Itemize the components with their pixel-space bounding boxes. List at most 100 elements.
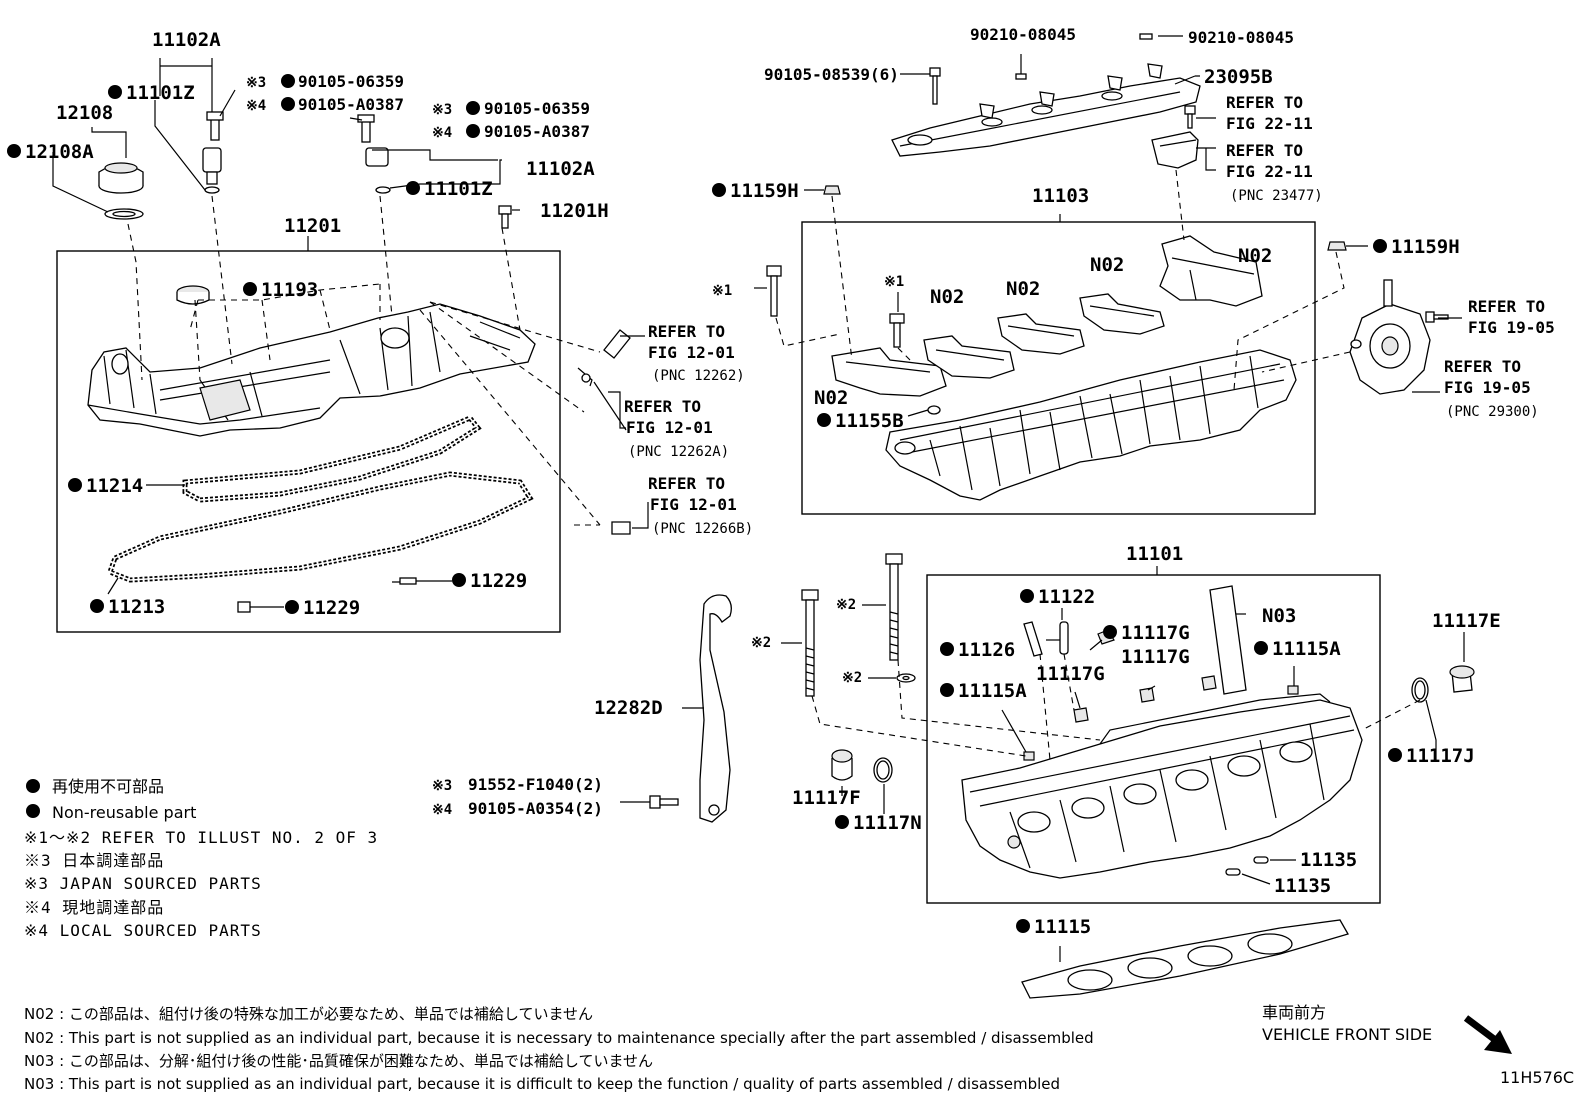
cylinder-head-box xyxy=(926,574,1381,904)
bolt-drawing-mark1-b xyxy=(889,313,905,348)
label-11229-b: 11229 xyxy=(303,597,360,619)
refer-part-12262 xyxy=(603,329,631,359)
refer-bracket-23477 xyxy=(1151,131,1199,169)
note-n02-en: N02 : This part is not supplied as an in… xyxy=(24,1029,1094,1047)
plug-drawing-11117F xyxy=(831,749,853,781)
pin-drawing-11126 xyxy=(1023,621,1043,657)
label-11213: 11213 xyxy=(108,596,165,618)
mark-4-a: ※4 xyxy=(246,98,266,114)
note-n02-jp: N02 : この部品は、組付け後の特殊な加工が必要なため、単品では補給していませ… xyxy=(24,1005,593,1023)
mark-2-c: ※2 xyxy=(842,670,862,686)
refer-19-05-b-line2: FIG 19-05 xyxy=(1444,378,1531,397)
ring-drawing-11117J xyxy=(1411,677,1429,703)
label-11117E: 11117E xyxy=(1432,610,1501,632)
mark-1-a: ※1 xyxy=(712,283,732,299)
legend-nonreuse-en: Non-reusable part xyxy=(52,803,196,822)
label-90105-A0387-a: 90105-A0387 xyxy=(298,95,404,114)
head-bolt-drawing-b xyxy=(885,553,903,661)
mark-4-b: ※4 xyxy=(432,125,452,141)
bolt-drawing-mark1-a xyxy=(766,265,782,317)
plug-drawing-11159H-b xyxy=(1327,241,1347,251)
label-11193: 11193 xyxy=(261,279,318,301)
plug-drawing-11229-a xyxy=(392,577,452,585)
legend-note12: ※1～※2 REFER TO ILLUST NO. 2 OF 3 xyxy=(24,828,378,847)
label-11126: 11126 xyxy=(958,639,1015,661)
pin-drawing-11122 xyxy=(1059,621,1069,655)
head-bolt-drawing-a xyxy=(801,589,819,697)
bush-drawing-11117G-b xyxy=(1139,687,1155,703)
label-11201: 11201 xyxy=(284,215,341,237)
label-11101: 11101 xyxy=(1126,543,1183,565)
mark-2-b: ※2 xyxy=(751,635,771,651)
refer-12262A-line2: FIG 12-01 xyxy=(626,418,713,437)
cap-drawing-n02-1 xyxy=(831,347,947,397)
label-n02-b: N02 xyxy=(1006,278,1040,300)
mark-4-c: ※4 xyxy=(432,802,452,818)
front-side-en: VEHICLE FRONT SIDE xyxy=(1262,1025,1432,1044)
label-12108A: 12108A xyxy=(25,141,94,163)
cap-drawing-n02-4 xyxy=(1079,293,1165,335)
legend-note4-jp: ※4 現地調達部品 xyxy=(24,898,164,917)
label-90105-06359-b: 90105-06359 xyxy=(484,99,590,118)
bush-drawing-11117G-d xyxy=(1201,675,1217,691)
mark-3-b: ※3 xyxy=(432,102,452,118)
guide-drawing-n03 xyxy=(1209,585,1247,695)
label-11117G-a: 11117G xyxy=(1121,622,1190,644)
mark-2-a: ※2 xyxy=(836,597,856,613)
label-23095B: 23095B xyxy=(1204,66,1273,88)
label-11115A-b: 11115A xyxy=(958,680,1027,702)
label-90210-08045-a: 90210-08045 xyxy=(970,25,1076,44)
oil-filler-cap-drawing xyxy=(98,162,144,220)
refer-12266B-line1: REFER TO xyxy=(648,474,725,493)
label-11102A-top: 11102A xyxy=(152,29,221,51)
label-11101Z-top: 11101Z xyxy=(126,82,195,104)
label-11101Z-mid: 11101Z xyxy=(424,178,493,200)
label-91552-F1040: 91552-F1040(2) xyxy=(468,775,603,794)
bolt-drawing-91552 xyxy=(649,795,679,809)
front-side-jp: 車両前方 xyxy=(1262,1003,1326,1022)
label-n02-d: N02 xyxy=(1238,245,1272,267)
label-n03: N03 xyxy=(1262,605,1296,627)
note-n03-jp: N03 : この部品は、分解･組付け後の性能･品質確保が困難なため、単品では補給… xyxy=(24,1052,653,1070)
refer-19-05-b-pnc: (PNC 29300) xyxy=(1446,404,1539,420)
label-n02-c: N02 xyxy=(1090,254,1124,276)
refer-22-11-b-line1: REFER TO xyxy=(1226,141,1303,160)
label-11115: 11115 xyxy=(1034,916,1091,938)
label-11103: 11103 xyxy=(1032,185,1089,207)
refer-part-12262A xyxy=(577,367,627,431)
label-11115A-a: 11115A xyxy=(1272,638,1341,660)
label-11122: 11122 xyxy=(1038,586,1095,608)
label-11117G-b: 11117G xyxy=(1121,646,1190,668)
refer-19-05-a-line1: REFER TO xyxy=(1468,297,1545,316)
camshaft-housing-drawing xyxy=(885,349,1297,501)
vacuum-pump-drawing xyxy=(1349,279,1431,395)
pin-drawing-11135-b xyxy=(1225,868,1241,876)
legend-nonreuse-jp: 再使用不可部品 xyxy=(52,777,164,796)
mark-1-b: ※1 xyxy=(884,274,904,290)
pin-drawing-11155B xyxy=(927,405,941,415)
washer-drawing-mark2 xyxy=(896,673,916,683)
refer-12262A-pnc: (PNC 12262A) xyxy=(628,444,729,460)
refer-bolt-19-05 xyxy=(1425,311,1449,323)
refer-12266B-line2: FIG 12-01 xyxy=(650,495,737,514)
label-11159H-b: 11159H xyxy=(1391,236,1460,258)
plug-drawing-11159H-a xyxy=(823,185,841,195)
camshaft-housing-box xyxy=(801,221,1316,515)
label-90105-A0387-b: 90105-A0387 xyxy=(484,122,590,141)
label-11229-a: 11229 xyxy=(470,570,527,592)
washer-drawing-90210-a xyxy=(1015,73,1027,80)
label-11135-a: 11135 xyxy=(1300,849,1357,871)
gasket-drawing-11213-inner xyxy=(109,473,532,581)
refer-22-11-b-line2: FIG 22-11 xyxy=(1226,162,1313,181)
refer-12266B-pnc: (PNC 12266B) xyxy=(652,521,753,537)
cylinder-head-drawing xyxy=(961,693,1363,879)
chain-guide-drawing xyxy=(699,594,732,823)
plug-drawing-11229-b xyxy=(237,601,284,613)
diagram-code: 11H576C xyxy=(1500,1068,1574,1087)
legend-note4-en: ※4 LOCAL SOURCED PARTS xyxy=(24,921,262,940)
plug-drawing-11117E xyxy=(1449,665,1475,693)
label-n02-e: N02 xyxy=(814,387,848,409)
label-11117J: 11117J xyxy=(1406,745,1475,767)
refer-part-12266B xyxy=(611,502,649,535)
refer-22-11-a-line1: REFER TO xyxy=(1226,93,1303,112)
